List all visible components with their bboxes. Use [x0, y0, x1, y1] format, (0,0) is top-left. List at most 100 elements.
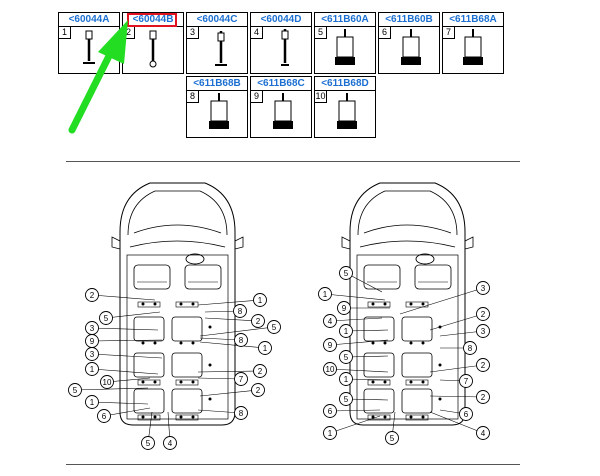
callout-right-6: 1	[339, 324, 353, 338]
callout-right-10: 5	[339, 350, 353, 364]
callout-number: 6	[102, 412, 107, 421]
callout-leader	[204, 317, 259, 322]
callout-right-15: 5	[339, 392, 353, 406]
callout-number: 3	[90, 350, 95, 359]
callout-right-18: 6	[459, 407, 473, 421]
tool-label[interactable]: <60044C	[187, 13, 247, 27]
tool-label[interactable]: <611B68D	[315, 77, 375, 91]
callout-number: 5	[104, 314, 109, 323]
callout-left-11: 1	[85, 362, 99, 376]
tool-label[interactable]: <60044D	[251, 13, 311, 27]
callout-number: 8	[239, 336, 244, 345]
callout-right-12: 2	[476, 358, 490, 372]
green-arrow-icon	[68, 20, 128, 134]
callout-leader	[103, 407, 151, 417]
callout-leader	[91, 368, 159, 375]
callout-left-4: 2	[251, 314, 265, 328]
callout-right-11: 10	[323, 362, 337, 376]
callout-number: 1	[90, 365, 95, 374]
tool-icon	[337, 93, 357, 129]
callout-right-0: 5	[339, 266, 353, 280]
callout-number: 7	[464, 377, 469, 386]
callout-left-0: 2	[85, 288, 99, 302]
right-vehicle-plan	[341, 182, 474, 426]
callout-leader	[199, 326, 275, 337]
tool-icon	[281, 29, 289, 66]
tool-number: 2	[123, 26, 135, 39]
callout-leader	[74, 387, 149, 391]
callout-leader	[429, 364, 484, 373]
callout-leader	[329, 415, 381, 434]
tool-number: 6	[379, 26, 391, 39]
tool-number: 10	[315, 90, 327, 103]
callout-number: 1	[258, 296, 263, 305]
callout-leader	[199, 341, 266, 349]
callout-number: 5	[344, 353, 349, 362]
callout-right-5: 2	[476, 307, 490, 321]
callout-right-9: 8	[463, 341, 477, 355]
tool-label[interactable]: <60044A	[59, 13, 119, 27]
callout-number: 2	[481, 393, 486, 402]
callout-leader	[345, 329, 389, 332]
callout-number: 8	[468, 344, 473, 353]
callout-number: 6	[464, 410, 469, 419]
callout-number: 2	[258, 367, 263, 376]
callout-left-3: 8	[233, 304, 247, 318]
tool-label[interactable]: <611B68A	[443, 13, 503, 27]
callout-left-12: 10	[100, 375, 114, 389]
callout-right-19: 1	[323, 426, 337, 440]
callout-right-17: 6	[323, 404, 337, 418]
tool-number: 5	[315, 26, 327, 39]
callout-left-14: 2	[253, 364, 267, 378]
callout-left-20: 5	[141, 436, 155, 450]
callout-leader	[345, 378, 391, 381]
tool-number: 1	[59, 26, 71, 39]
callout-left-9: 1	[258, 341, 272, 355]
tool-number: 4	[251, 26, 263, 39]
callout-leader	[324, 293, 386, 301]
tool-icon	[401, 29, 421, 65]
callout-left-21: 4	[163, 436, 177, 450]
callout-number: 2	[90, 291, 95, 300]
tool-label[interactable]: <611B60B	[379, 13, 439, 27]
callout-number: 4	[168, 439, 173, 448]
callout-leader	[91, 339, 163, 342]
tool-label[interactable]: <611B68B	[187, 77, 247, 91]
callout-leader	[199, 389, 259, 397]
callout-left-16: 2	[251, 383, 265, 397]
callout-number: 9	[328, 341, 333, 350]
callout-left-8: 8	[234, 333, 248, 347]
callout-right-1: 1	[318, 287, 332, 301]
callout-number: 2	[481, 310, 486, 319]
callout-leader	[429, 395, 484, 398]
callout-leader	[429, 411, 484, 434]
tool-label[interactable]: <611B60A	[315, 13, 375, 27]
callout-right-21: 4	[476, 426, 490, 440]
callout-leader	[439, 330, 484, 337]
callout-leader	[197, 377, 242, 380]
callout-number: 2	[481, 361, 486, 370]
callout-number: 4	[328, 317, 333, 326]
callout-number: 5	[272, 323, 277, 332]
callout-number: 5	[344, 395, 349, 404]
callout-leader	[197, 370, 261, 373]
callout-left-17: 1	[85, 395, 99, 409]
callout-number: 1	[263, 344, 268, 353]
callout-number: 2	[256, 386, 261, 395]
tool-number: 8	[187, 90, 199, 103]
callout-right-8: 9	[323, 338, 337, 352]
callout-leader	[197, 409, 242, 414]
tool-label[interactable]: <611B68C	[251, 77, 311, 91]
callout-leader	[106, 377, 151, 383]
callout-number: 6	[328, 407, 333, 416]
callout-left-19: 8	[234, 406, 248, 420]
callout-leader	[345, 355, 389, 358]
